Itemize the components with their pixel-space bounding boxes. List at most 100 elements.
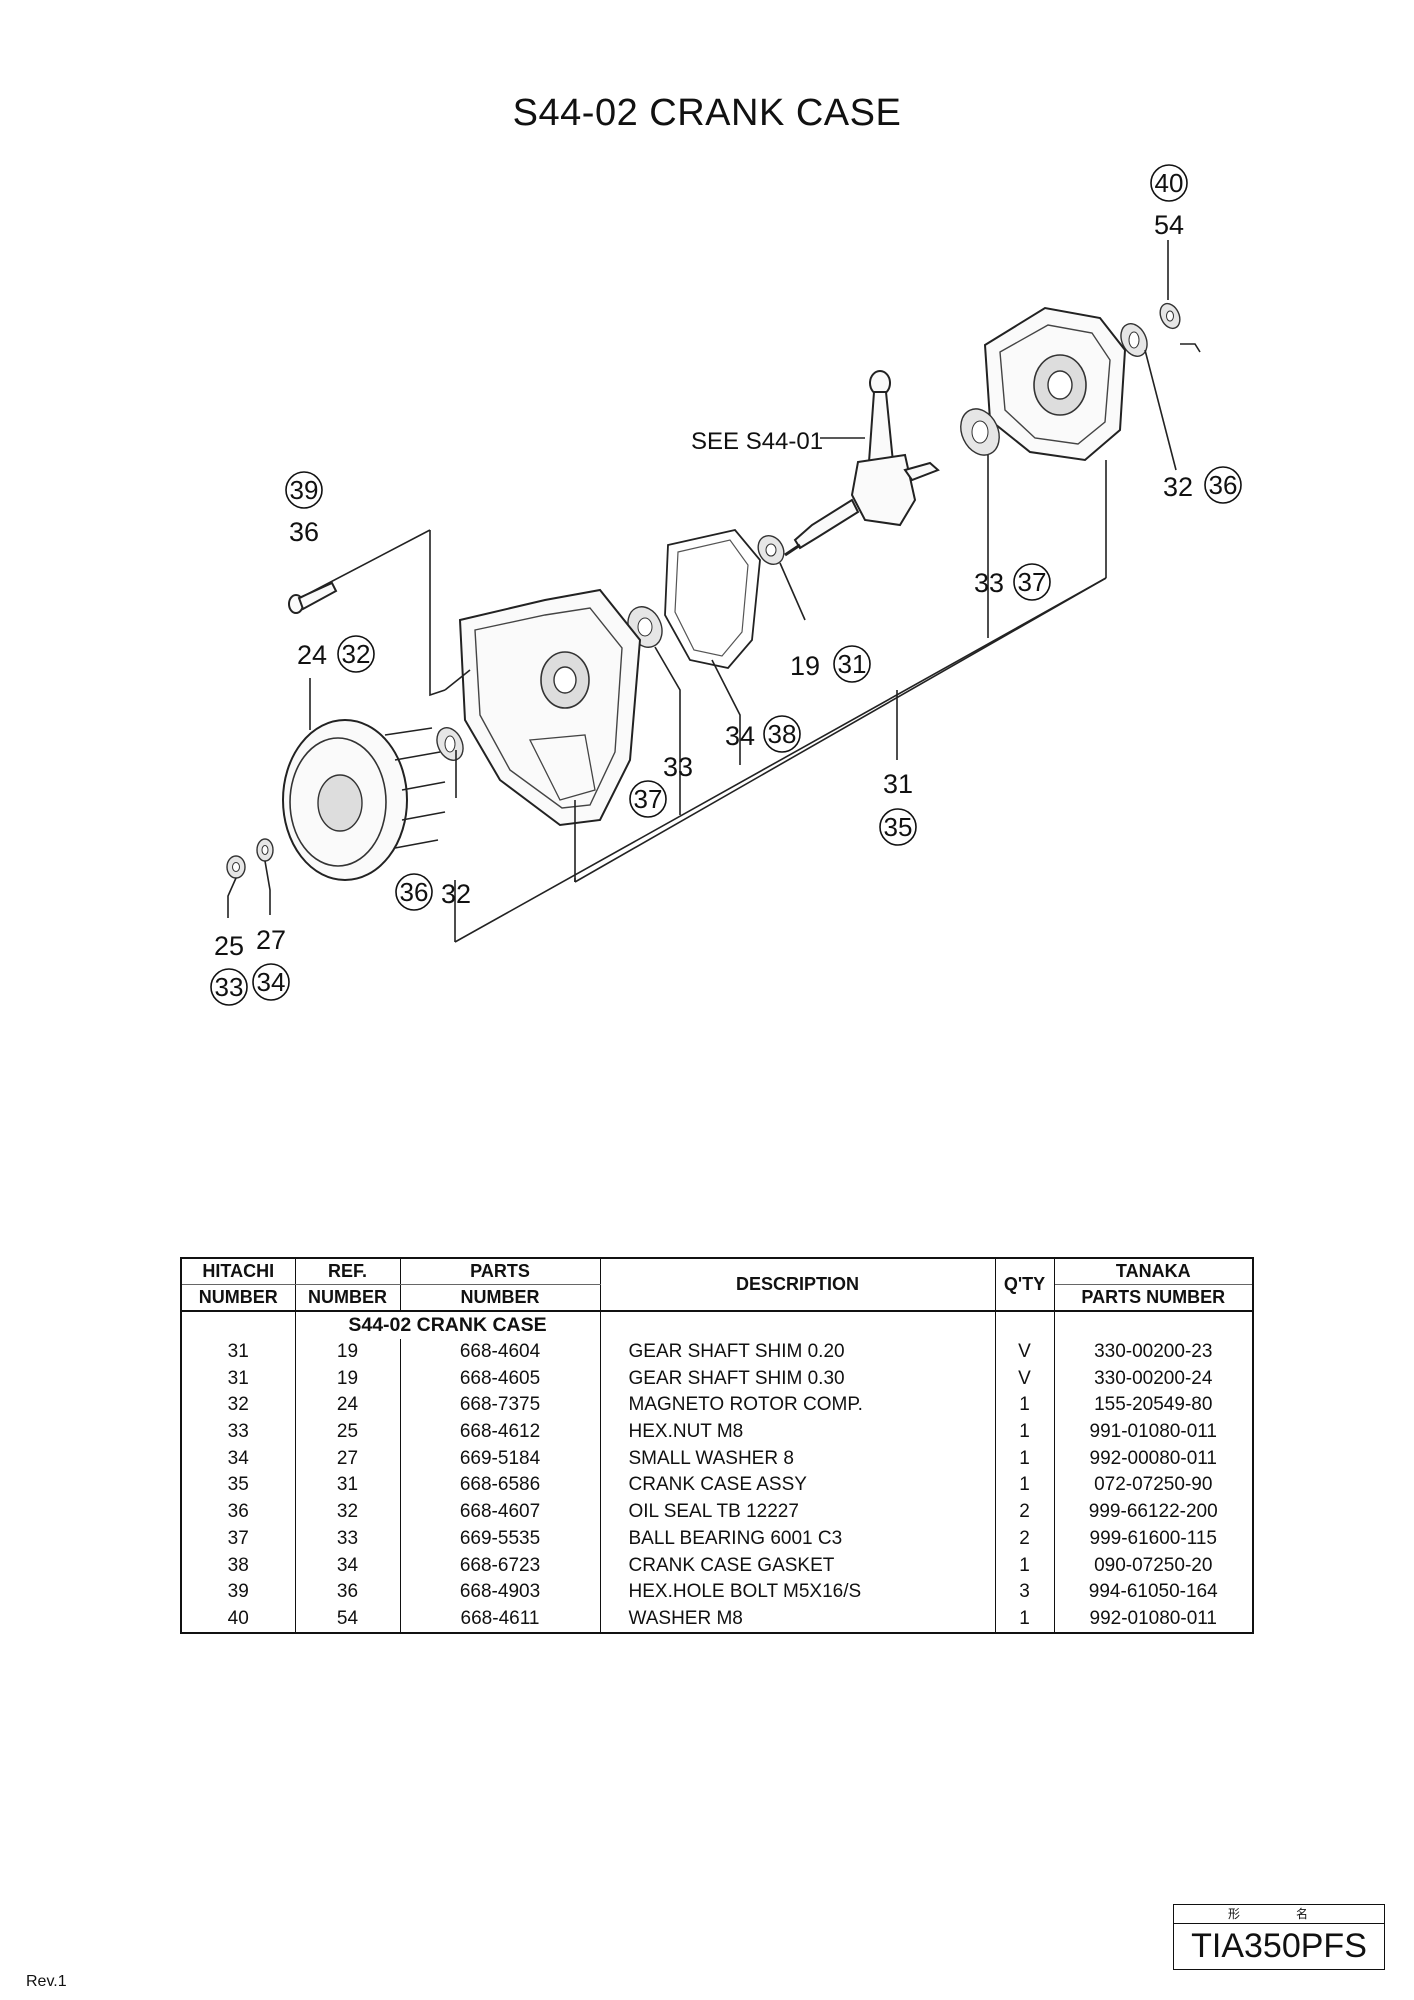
- parts-number-cell: 668-4607: [399, 1498, 601, 1526]
- qty-cell: 1: [994, 1445, 1055, 1473]
- callout-24-32: 24 32: [297, 635, 375, 673]
- hex-hole-bolt-part: [288, 581, 338, 614]
- tanaka-number-cell: 994-61050-164: [1053, 1578, 1254, 1606]
- crank-case-gasket-part: [664, 529, 761, 669]
- page-title: S44-02 CRANK CASE: [512, 92, 902, 134]
- hitachi-number-cell: 36: [180, 1498, 296, 1526]
- ref-number-label: 34: [725, 721, 755, 751]
- ref-number-label: 31: [883, 769, 913, 799]
- crank-case-right-half-part: [983, 306, 1127, 462]
- ref-number-label: 33: [663, 752, 693, 782]
- col-header-ref: REF.: [294, 1258, 401, 1285]
- ref-number-cell: 31: [294, 1472, 401, 1499]
- ref-number-label: 36: [289, 517, 319, 547]
- qty-cell: 2: [994, 1498, 1055, 1526]
- col-header-hitachi-number: NUMBER: [180, 1284, 296, 1311]
- hitachi-number-label: 36: [1209, 470, 1238, 500]
- hitachi-number-cell: 40: [180, 1605, 296, 1634]
- qty-cell: 2: [994, 1525, 1055, 1553]
- exploded-parts-diagram: 40 54 32 36 33 37 19 31 34 38 31 35 33 3…: [210, 164, 1242, 1006]
- parts-number-cell: 668-6723: [399, 1552, 601, 1579]
- hitachi-number-cell: 39: [180, 1578, 296, 1606]
- qty-cell: V: [994, 1338, 1055, 1366]
- qty-cell: 1: [994, 1418, 1055, 1446]
- hitachi-number-label: 37: [1018, 567, 1047, 597]
- col-header-description: DESCRIPTION: [599, 1258, 996, 1311]
- callout-33-37-right: 33 37: [974, 563, 1051, 601]
- description-cell: OIL SEAL TB 12227: [599, 1498, 996, 1526]
- ref-number-label: 32: [1163, 472, 1193, 502]
- hitachi-number-label: 39: [290, 475, 319, 505]
- parts-number-cell: 668-7375: [399, 1392, 601, 1419]
- qty-cell: V: [994, 1365, 1055, 1393]
- callout-31-35: 31 35: [879, 769, 917, 846]
- tanaka-number-cell: 330-00200-23: [1053, 1338, 1254, 1366]
- callout-32-36-right: 32 36: [1163, 466, 1242, 504]
- ref-number-cell: 19: [294, 1338, 401, 1366]
- hitachi-number-cell: 32: [180, 1392, 296, 1419]
- table-header-row: NUMBER NUMBER NUMBER PARTS NUMBER: [180, 1284, 1254, 1311]
- tanaka-number-cell: 992-00080-011: [1053, 1445, 1254, 1473]
- hitachi-number-label: 33: [215, 972, 244, 1002]
- qty-cell: 1: [994, 1472, 1055, 1499]
- hitachi-number-cell: 35: [180, 1472, 296, 1499]
- ref-number-cell: 32: [294, 1498, 401, 1526]
- magneto-rotor-part: [282, 719, 446, 881]
- hitachi-number-label: 32: [342, 639, 371, 669]
- hitachi-number-cell: 33: [180, 1418, 296, 1446]
- washer-m8-part: [1159, 302, 1181, 330]
- hitachi-number-label: 34: [257, 967, 286, 997]
- ref-number-cell: 24: [294, 1392, 401, 1419]
- oil-seal-left-part: [436, 727, 464, 761]
- col-header-qty: Q'TY: [994, 1258, 1055, 1311]
- description-cell: HEX.NUT M8: [599, 1418, 996, 1446]
- hitachi-number-label: 37: [634, 784, 663, 814]
- parts-number-cell: 668-4605: [399, 1365, 601, 1393]
- description-cell: WASHER M8: [599, 1605, 996, 1634]
- tanaka-number-cell: 999-66122-200: [1053, 1498, 1254, 1526]
- crank-case-left-half-part: [458, 588, 642, 827]
- description-cell: CRANK CASE GASKET: [599, 1552, 996, 1579]
- hitachi-number-cell: 38: [180, 1552, 296, 1579]
- callout-19-31: 19 31: [790, 645, 871, 683]
- parts-number-cell: 668-4611: [399, 1605, 601, 1634]
- ref-number-cell: 34: [294, 1552, 401, 1579]
- col-header-hitachi: HITACHI: [180, 1258, 296, 1285]
- revision-label: Rev.1: [26, 1973, 67, 1990]
- parts-number-cell: 669-5184: [399, 1445, 601, 1473]
- hitachi-number-label: 31: [838, 649, 867, 679]
- tanaka-number-cell: 999-61600-115: [1053, 1525, 1254, 1553]
- small-washer-part: [256, 838, 274, 862]
- crankshaft-part: [784, 370, 940, 557]
- description-cell: SMALL WASHER 8: [599, 1445, 996, 1473]
- model-name: TIA350PFS: [1191, 1927, 1367, 1965]
- description-cell: GEAR SHAFT SHIM 0.20: [599, 1338, 996, 1366]
- table-header-row: HITACHI REF. PARTS DESCRIPTION Q'TY TANA…: [180, 1258, 1254, 1311]
- gear-shaft-shim-part: [757, 534, 785, 566]
- parts-table: HITACHI REF. PARTS DESCRIPTION Q'TY TANA…: [180, 1257, 1254, 1635]
- ref-number-cell: 54: [294, 1605, 401, 1634]
- ref-number-cell: 25: [294, 1418, 401, 1446]
- hex-nut-part: [226, 855, 246, 879]
- ref-number-label: 25: [214, 931, 244, 961]
- description-cell: CRANK CASE ASSY: [599, 1472, 996, 1499]
- ref-number-cell: 36: [294, 1578, 401, 1606]
- col-header-parts: PARTS: [399, 1258, 601, 1285]
- qty-cell: 3: [994, 1578, 1055, 1606]
- parts-number-cell: 668-4612: [399, 1418, 601, 1446]
- hitachi-number-cell: 31: [180, 1338, 296, 1366]
- callout-32-36-left: 36 32: [395, 873, 471, 911]
- ref-number-label: 33: [974, 568, 1004, 598]
- callout-34-38: 34 38: [725, 715, 801, 753]
- hitachi-number-cell: 31: [180, 1365, 296, 1393]
- parts-number-cell: 668-4903: [399, 1578, 601, 1606]
- description-cell: MAGNETO ROTOR COMP.: [599, 1392, 996, 1419]
- ref-number-label: 54: [1154, 210, 1184, 240]
- section-title: S44-02 CRANK CASE: [294, 1311, 601, 1339]
